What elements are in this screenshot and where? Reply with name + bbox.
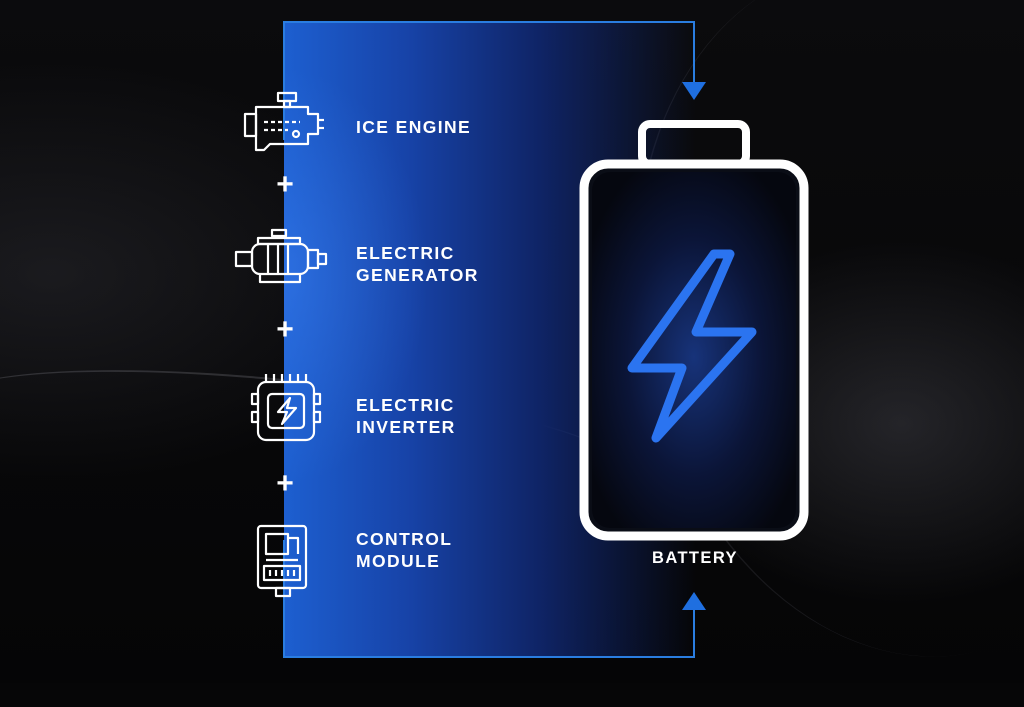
generator-icon xyxy=(234,228,328,284)
lightning-bolt-icon xyxy=(627,249,757,443)
plus-icon: + xyxy=(276,168,294,201)
plus-icon: + xyxy=(276,467,294,500)
battery-icon xyxy=(579,120,809,541)
bottom-flow-line xyxy=(283,540,695,658)
component-label-control-module: CONTROL MODULE xyxy=(356,529,453,571)
top-flow-line xyxy=(283,21,695,140)
component-label-electric-inverter: ELECTRIC INVERTER xyxy=(356,395,456,437)
inverter-icon xyxy=(250,374,322,442)
plus-icon: + xyxy=(276,313,294,346)
down-arrow-icon xyxy=(682,82,706,100)
flow-lines xyxy=(283,21,706,658)
control-module-icon xyxy=(256,524,308,598)
battery-terminal xyxy=(638,120,750,168)
component-label-ice-engine: ICE ENGINE xyxy=(356,117,472,137)
engine-icon xyxy=(243,91,324,152)
component-label-electric-generator: ELECTRIC GENERATOR xyxy=(356,243,479,285)
up-arrow-icon xyxy=(682,592,706,610)
battery-label: BATTERY xyxy=(652,549,738,567)
